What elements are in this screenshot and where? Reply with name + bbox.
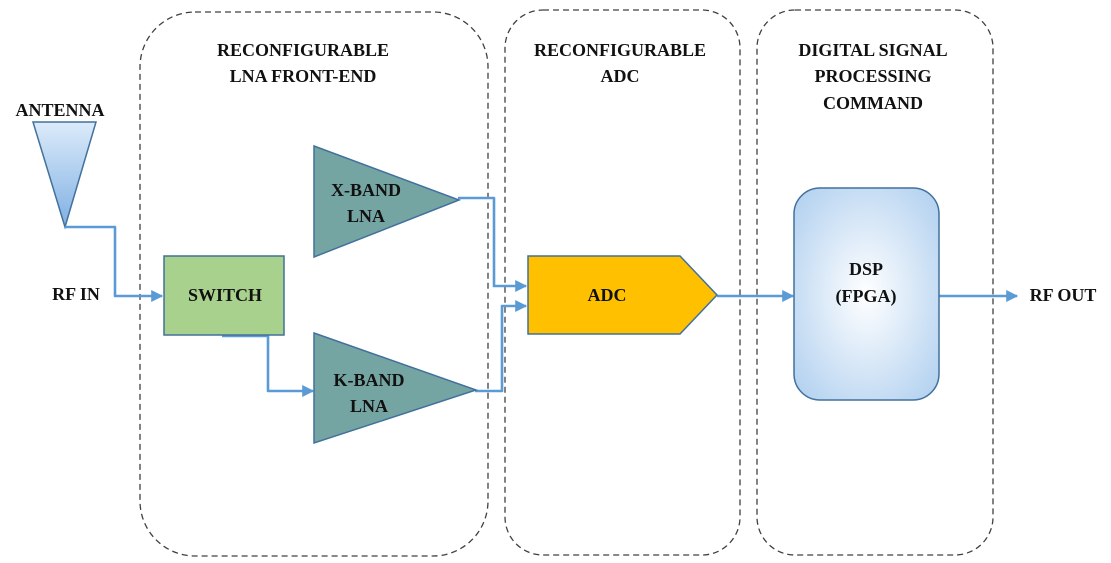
wire-kband-to-adc [475,300,528,393]
zone-dsp-title-line3: COMMAND [823,93,923,113]
wire-antenna-to-switch [65,225,164,302]
zone-adc [504,9,741,556]
rf-in-label: RF IN [52,284,100,304]
wire-switch-to-kband [222,334,315,397]
dsp-label-line2: (FPGA) [836,286,897,307]
zone-lna-title-line1: RECONFIGURABLE [217,40,389,60]
x-band-lna-block [313,144,462,259]
dsp-block [793,187,940,401]
zone-lna-title-line2: LNA FRONT-END [230,66,377,86]
zone-dsp [756,9,994,556]
switch-block [163,255,285,336]
zone-adc-title-line1: RECONFIGURABLE [534,40,706,60]
zone-lna-front-end [139,11,489,557]
zone-adc-title-line2: ADC [601,66,640,86]
switch-label: SWITCH [188,285,262,305]
wire-xband-to-adc [458,196,528,292]
x-band-lna-label-line2: LNA [347,206,385,226]
adc-block [527,255,719,335]
dsp-label-line1: DSP [849,259,883,279]
k-band-lna-label-line1: K-BAND [334,370,405,390]
x-band-lna-label-line1: X-BAND [331,180,401,200]
k-band-lna-block [313,331,479,445]
adc-label: ADC [588,285,627,305]
zone-dsp-title-line1: DIGITAL SIGNAL [798,40,947,60]
k-band-lna-label-line2: LNA [350,396,388,416]
antenna-icon [31,121,98,230]
zone-dsp-title-line2: PROCESSING [814,66,931,86]
rf-out-label: RF OUT [1030,285,1097,305]
antenna-label: ANTENNA [15,100,104,120]
